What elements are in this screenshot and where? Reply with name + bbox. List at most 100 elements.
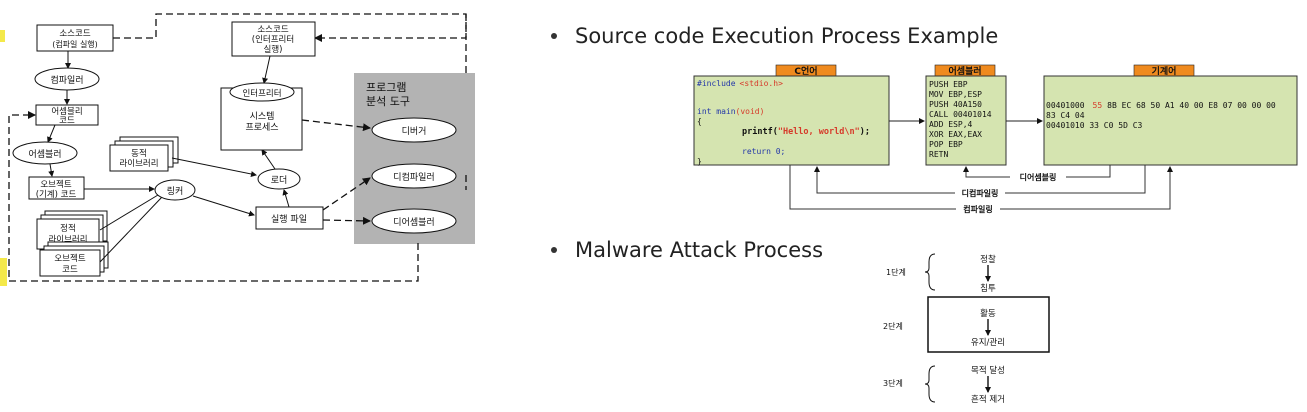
- dynamic-library-line1: 동적: [131, 148, 147, 159]
- highlight-mark: [0, 30, 5, 42]
- dashed-loop-top: [106, 13, 467, 73]
- source-interpreter-line2: (인터프리터: [252, 34, 294, 45]
- decompiler-node: [371, 163, 457, 189]
- assembler-label: 어셈블러: [28, 149, 61, 160]
- connector: [99, 194, 159, 231]
- malware-process-diagram: 1단계 정찰 침투 2단계 활동 유지/관리 3단계 목적 달성 흔적 제거: [883, 253, 1050, 405]
- loader-label: 로더: [271, 175, 288, 186]
- linker-node: [154, 179, 196, 201]
- activity-label: 활동: [980, 308, 996, 319]
- c-code-box: [693, 75, 890, 166]
- asm-line: POP EBP: [929, 140, 963, 149]
- asm-lines: PUSH EBP MOV EBP,ESP PUSH 40A150 CALL 00…: [929, 80, 992, 159]
- disassembler-label: 디어셈블러: [393, 217, 434, 228]
- dashed-arrow-to-disassembler: [322, 216, 371, 225]
- disassemble-label: 디어셈블링: [1020, 172, 1057, 182]
- heading-malware: Malware Attack Process: [575, 238, 823, 262]
- object-code-box: [39, 249, 101, 277]
- disassembler-node: [371, 208, 457, 234]
- compile-arrow: [789, 165, 1173, 210]
- c-printf: printf("Hello, world\n");: [742, 126, 870, 137]
- intrusion-label: 침투: [980, 284, 996, 294]
- source-interpreter-box: [231, 21, 316, 57]
- machine-header-label: 기계어: [1152, 65, 1177, 77]
- maintain-label: 유지/관리: [971, 337, 1005, 348]
- machine-code-box: [1043, 75, 1298, 166]
- trace-removal-label: 흔적 제거: [971, 394, 1005, 405]
- source-compile-box: [36, 24, 114, 52]
- arrow: [48, 163, 55, 177]
- object-machine-code-line2: (기계) 코드: [36, 189, 77, 200]
- tools-title-line1: 프로그램: [366, 81, 406, 94]
- assembly-code-line2: 코드: [59, 116, 75, 126]
- source-interpreter-line1: 소스코드: [257, 25, 288, 35]
- connector: [99, 196, 163, 263]
- loader-node: [257, 168, 301, 190]
- highlight-mark: [0, 258, 7, 286]
- source-interpreter-line3: 실행): [264, 44, 283, 55]
- c-return: return 0;: [742, 147, 785, 156]
- debugger-label: 디버거: [402, 126, 427, 137]
- debugger-node: [371, 117, 457, 143]
- system-process-line2: 프로세스: [245, 122, 278, 133]
- c-main: int main(void): [697, 107, 764, 116]
- machine-line3: 00401010 33 C0 5D C3: [1046, 121, 1143, 130]
- asm-line: MOV EBP,ESP: [929, 90, 982, 99]
- asm-line: XOR EAX,EAX: [929, 130, 982, 139]
- arrow: [282, 189, 290, 208]
- asm-line: PUSH EBP: [929, 80, 968, 89]
- object-code-line2: 코드: [62, 265, 78, 275]
- recon-label: 정찰: [980, 254, 996, 265]
- assembly-code-box: [35, 104, 99, 126]
- bullet-dot: [551, 247, 557, 253]
- bullet-dot: [551, 33, 557, 39]
- executable-label: 실행 파일: [271, 213, 307, 225]
- c-brace-close: }: [697, 157, 702, 166]
- machine-line2: 83 C4 04: [1046, 111, 1085, 120]
- c-header-label: C언어: [794, 65, 817, 77]
- assembly-code-line1: 어셈블리: [51, 106, 82, 117]
- linker-label: 링커: [167, 185, 184, 197]
- dashed-arrow-to-decompiler: [322, 177, 371, 211]
- dynamic-library-box: [109, 144, 169, 172]
- interpreter-node: [229, 82, 295, 102]
- goal-label: 목적 달성: [971, 365, 1005, 376]
- system-process-line1: 시스템: [250, 110, 275, 122]
- stage3-label: 3단계: [883, 378, 903, 388]
- source-compile-line2: (컴파일 실행): [52, 39, 98, 49]
- static-library-line1: 정적: [60, 223, 76, 234]
- stage2-label: 2단계: [883, 321, 903, 331]
- tools-title-line2: 분석 도구: [366, 95, 410, 108]
- interpreter-label: 인터프리터: [242, 88, 281, 99]
- asm-header-label: 어셈블러: [948, 65, 981, 77]
- stage1-label: 1단계: [886, 267, 906, 277]
- stage3-brace: [924, 365, 936, 403]
- asm-line: RETN: [929, 150, 948, 159]
- asm-line: ADD ESP,4: [929, 120, 973, 129]
- asm-line: CALL 00401014: [929, 110, 992, 119]
- dashed-arrow-to-interpreter-source: [314, 14, 467, 42]
- arrow: [171, 157, 257, 177]
- heading-execution: Source code Execution Process Example: [575, 24, 998, 48]
- dashed-arrow-to-debugger: [301, 119, 371, 132]
- decompiler-label: 디컴파일러: [393, 171, 434, 183]
- arrow: [262, 55, 271, 84]
- execution-example-diagram: C언어 어셈블러 기계어 #include<stdio.h> int main(…: [693, 64, 1298, 214]
- object-machine-code-line1: 오브젝트: [40, 179, 71, 190]
- assembler-node: [12, 141, 78, 165]
- arrow: [261, 149, 276, 170]
- dynamic-library-line2: 라이브러리: [119, 158, 158, 169]
- compile-process-diagram: 프로그램 분석 도구 소스코드 (컴파일 실행) 컴파일러 어셈블리 코드 어셈…: [8, 13, 475, 282]
- compiler-label: 컴파일러: [50, 74, 83, 86]
- c-brace-open: {: [697, 117, 702, 126]
- source-compile-line1: 소스코드: [59, 29, 90, 39]
- object-code-line1: 오브젝트: [54, 253, 85, 264]
- arrow: [47, 124, 56, 143]
- arrow: [192, 195, 255, 217]
- stage1-brace: [924, 253, 936, 291]
- object-machine-code-box: [28, 176, 85, 200]
- static-library-line2: 라이브러리: [48, 234, 87, 245]
- decompile-label: 디컴파일링: [962, 188, 999, 198]
